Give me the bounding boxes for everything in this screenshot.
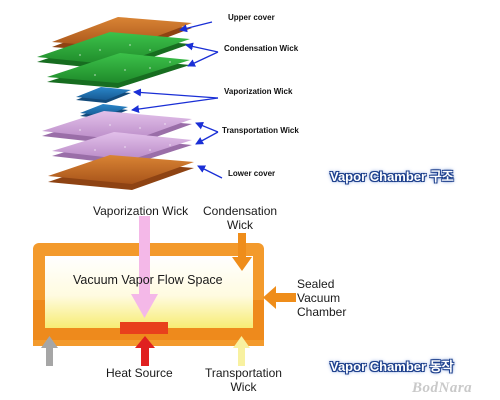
arrow-upper-cover xyxy=(179,21,213,33)
arrow-lower-cover xyxy=(197,165,223,179)
caption-structure: Vapor Chamber 구조 xyxy=(330,169,454,184)
vaporization-arrow xyxy=(131,216,158,318)
arrow-vaporization-1 xyxy=(133,88,219,99)
heat-source-arrow xyxy=(135,336,155,366)
watermark-logo: BodNara xyxy=(412,380,473,396)
sealed-chamber-arrow xyxy=(263,286,296,309)
label-transportation-wick: Transportation Wick xyxy=(222,126,299,135)
transportation-arrow xyxy=(233,336,250,366)
label-flow-space: Vacuum Vapor Flow Space xyxy=(73,273,223,287)
label-sealed-line2: Vacuum xyxy=(297,290,341,305)
structure-pointer-arrows xyxy=(131,21,223,179)
label-heat-source: Heat Source xyxy=(106,366,173,380)
heat-spot xyxy=(120,322,168,334)
lower-cover-layer xyxy=(48,155,194,190)
label-op-vaporization-wick: Vaporization Wick xyxy=(93,204,189,218)
transportation-wick-layer-1 xyxy=(42,111,192,146)
arrow-vaporization-2 xyxy=(131,97,219,113)
label-transportation-line1: Transportation xyxy=(205,366,282,380)
label-sealed-line1: Sealed xyxy=(297,277,335,291)
caption-operation: Vapor Chamber 동작 xyxy=(330,359,454,374)
label-transportation-line2: Wick xyxy=(230,379,257,394)
wick-texture xyxy=(79,44,171,151)
transportation-wick-layer-2 xyxy=(52,132,192,165)
label-transportation: Transportation Wick xyxy=(205,366,282,395)
operation-diagram xyxy=(33,216,296,366)
condensation-wick-layer-2 xyxy=(47,53,190,88)
condensation-wick-layer-1 xyxy=(37,32,190,70)
arrow-condensation-1 xyxy=(185,42,219,53)
arrow-transportation-1 xyxy=(195,121,219,133)
arrow-transportation-2 xyxy=(195,131,219,145)
label-sealed-chamber: Sealed Vacuum Chamber xyxy=(297,277,347,319)
label-vaporization-wick: Vaporization Wick xyxy=(224,87,293,96)
label-upper-cover: Upper cover xyxy=(228,13,275,22)
exploded-structure xyxy=(37,17,194,190)
label-op-condensation-line1: Condensation xyxy=(203,204,278,218)
label-op-condensation-line2: Wick xyxy=(227,217,254,232)
condensation-arrow xyxy=(232,233,252,271)
label-op-condensation: Condensation Wick xyxy=(203,204,278,233)
arrow-condensation-2 xyxy=(187,51,219,67)
return-flow-arrow-left xyxy=(41,336,58,366)
label-sealed-line3: Chamber xyxy=(297,304,347,319)
label-lower-cover: Lower cover xyxy=(228,169,276,178)
label-condensation-wick: Condensation Wick xyxy=(224,44,299,53)
